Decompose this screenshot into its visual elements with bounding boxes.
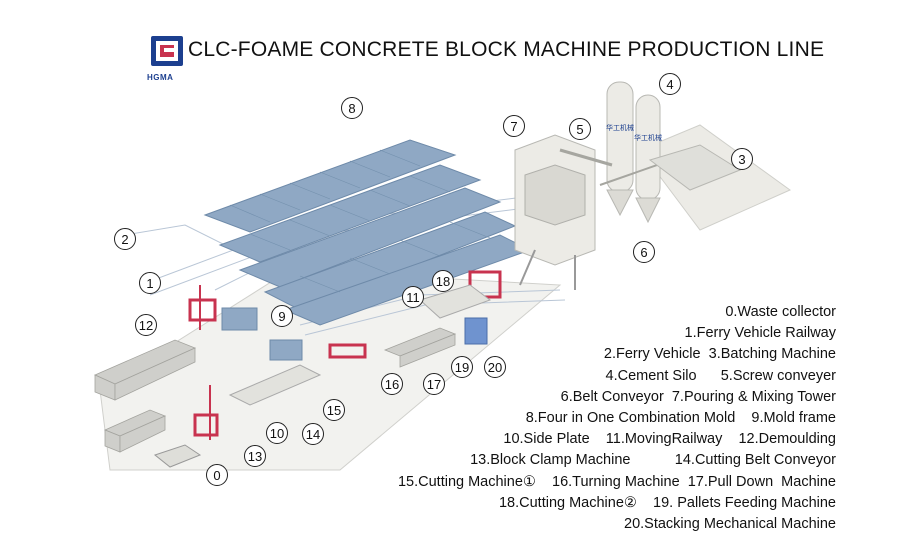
callout-2: 2 bbox=[114, 228, 136, 250]
block-stacks bbox=[94, 327, 457, 453]
legend-row: 18.Cutting Machine② 19. Pallets Feeding … bbox=[498, 494, 836, 511]
callout-14: 14 bbox=[302, 423, 324, 445]
callout-16: 16 bbox=[381, 373, 403, 395]
legend-row: 8.Four in One Combination Mold 9.Mold fr… bbox=[525, 409, 836, 426]
callout-12: 12 bbox=[135, 314, 157, 336]
silo-label-2: 华工机械 bbox=[634, 133, 662, 142]
cement-silos: 华工机械 华工机械 bbox=[606, 81, 662, 224]
mixing-tower bbox=[514, 134, 596, 290]
callout-0: 0 bbox=[206, 464, 228, 486]
hgma-logo bbox=[151, 36, 183, 66]
callout-6: 6 bbox=[633, 241, 655, 263]
mold-field bbox=[203, 139, 532, 326]
callout-8: 8 bbox=[341, 97, 363, 119]
callout-3: 3 bbox=[731, 148, 753, 170]
callout-19: 19 bbox=[451, 356, 473, 378]
page-title: CLC-FOAME CONCRETE BLOCK MACHINE PRODUCT… bbox=[188, 38, 825, 61]
legend-row: 13.Block Clamp Machine 14.Cutting Belt C… bbox=[470, 452, 836, 469]
callout-17: 17 bbox=[423, 373, 445, 395]
legend: 0.Waste collector 1.Ferry Vehicle Railwa… bbox=[398, 302, 836, 535]
silo-label-1: 华工机械 bbox=[606, 123, 634, 132]
legend-row: 10.Side Plate 11.MovingRailway 12.Demoul… bbox=[503, 431, 836, 448]
callout-10: 10 bbox=[266, 422, 288, 444]
callout-18: 18 bbox=[432, 270, 454, 292]
callout-11: 11 bbox=[402, 286, 424, 308]
legend-row: 15.Cutting Machine① 16.Turning Machine 1… bbox=[397, 473, 836, 490]
callout-13: 13 bbox=[244, 445, 266, 467]
callout-15: 15 bbox=[323, 399, 345, 421]
callout-9: 9 bbox=[271, 305, 293, 327]
callout-5: 5 bbox=[569, 118, 591, 140]
legend-row: 6.Belt Conveyor 7.Pouring & Mixing Tower bbox=[560, 388, 836, 405]
legend-row: 1.Ferry Vehicle Railway bbox=[684, 325, 837, 342]
legend-row: 2.Ferry Vehicle 3.Batching Machine bbox=[603, 346, 836, 363]
callout-20: 20 bbox=[484, 356, 506, 378]
legend-row: 0.Waste collector bbox=[725, 304, 836, 320]
callout-4: 4 bbox=[659, 73, 681, 95]
legend-row: 4.Cement Silo 5.Screw conveyer bbox=[605, 367, 837, 384]
callout-7: 7 bbox=[503, 115, 525, 137]
callout-1: 1 bbox=[139, 272, 161, 294]
legend-row: 20.Stacking Mechanical Machine bbox=[624, 515, 836, 532]
logo-text: HGMA bbox=[147, 73, 174, 82]
